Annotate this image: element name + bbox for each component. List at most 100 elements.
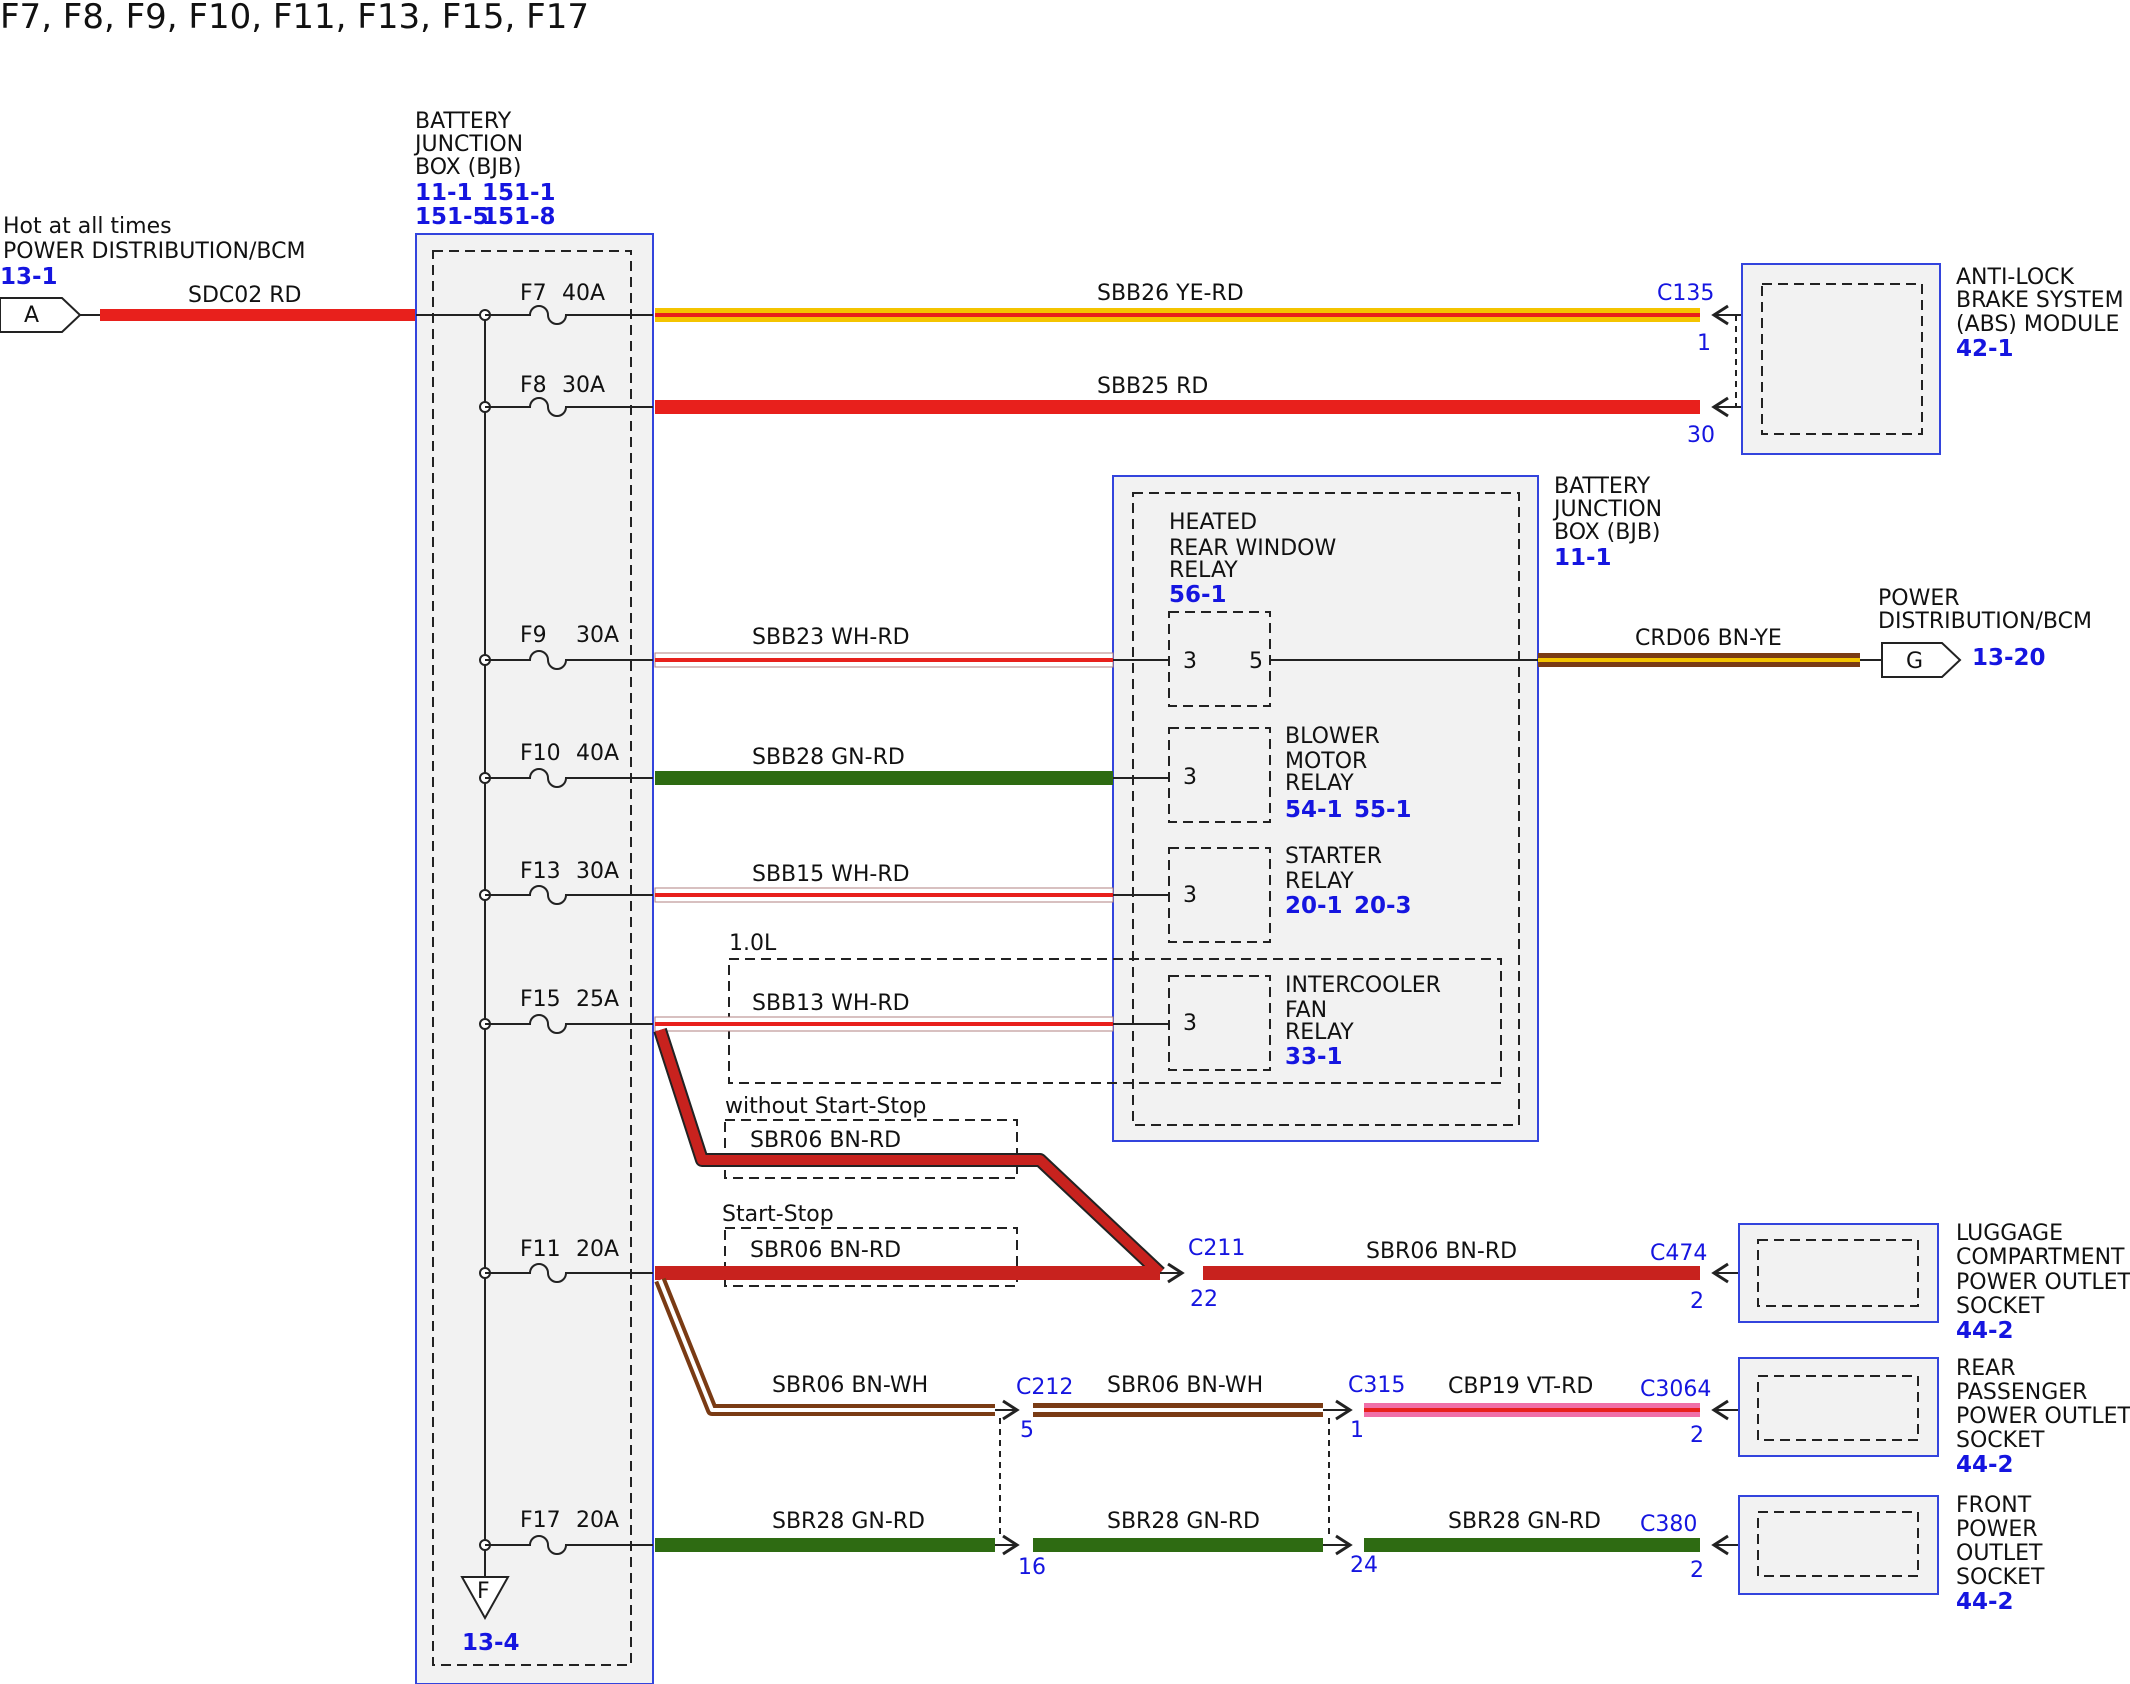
wire-sbb15: SBB15 WH-RD [654, 862, 1169, 903]
relay-pin: 3 [1183, 883, 1197, 908]
pd-ref: 13-20 [1972, 645, 2046, 671]
relay-ref: 55-1 [1354, 797, 1412, 823]
abs-module: ANTI-LOCK BRAKE SYSTEM (ABS) MODULE 42-1 [1741, 263, 2124, 455]
connector-c380: C380 2 [1640, 1512, 1758, 1583]
bjb-main-title-1: BATTERY [415, 109, 512, 134]
connector-id: C315 [1348, 1373, 1405, 1398]
relay-title: REAR WINDOW [1169, 536, 1336, 561]
socket-title: SOCKET [1956, 1428, 2045, 1453]
wire-label: SBR28 GN-RD [1107, 1509, 1260, 1534]
fuse-rating: 30A [562, 373, 605, 398]
wire-sbr06-luggage: SBR06 BN-RD [1203, 1239, 1700, 1280]
option-label: without Start-Stop [725, 1094, 926, 1119]
pd-title-1: POWER [1878, 586, 1960, 611]
fuse-name: F7 [520, 281, 547, 306]
connector-id: C211 [1188, 1236, 1245, 1261]
relay-pin: 3 [1183, 1011, 1197, 1036]
wire-crd06: CRD06 BN-YE [1270, 626, 1882, 667]
fuse-f17: F17 20A [479, 1508, 653, 1555]
wire-label: SBB13 WH-RD [752, 991, 910, 1016]
wire-label: SBR28 GN-RD [1448, 1509, 1601, 1534]
relay-title: RELAY [1285, 1020, 1354, 1045]
relay-title: RELAY [1285, 869, 1354, 894]
connector-c212: C212 5 16 [995, 1375, 1073, 1580]
wire-label: SBR06 BN-WH [772, 1373, 928, 1398]
pin-number: 22 [1190, 1287, 1218, 1312]
relay-pin: 5 [1249, 649, 1263, 674]
fuse-f15: F15 25A [479, 987, 653, 1034]
fuse-name: F10 [520, 741, 561, 766]
relay-pin: 3 [1183, 765, 1197, 790]
socket-title: POWER OUTLET [1956, 1404, 2130, 1429]
relay-starter: 3 STARTER RELAY 20-1 20-3 [1168, 844, 1412, 943]
connector-a-shape [0, 297, 82, 333]
socket-title: OUTLET [1956, 1541, 2043, 1566]
pin-number: 16 [1018, 1555, 1046, 1580]
wire-sbb28-blower: SBB28 GN-RD [655, 745, 1169, 785]
socket-title: FRONT [1956, 1493, 2032, 1518]
connector-c211: C211 22 [1160, 1236, 1245, 1312]
fuse-symbol [485, 650, 653, 670]
wire-sbb26: SBB26 YE-RD [655, 281, 1700, 322]
socket-title: REAR [1956, 1356, 2016, 1381]
wire-sbr06-diagonal [653, 1027, 1165, 1279]
connector-c3064: C3064 2 [1640, 1377, 1758, 1448]
connector-c135: C135 1 30 [1657, 281, 1762, 448]
socket-title: POWER OUTLET [1956, 1270, 2130, 1295]
bjb-main-ref-3: 151-5 [415, 204, 489, 230]
pin-number: 1 [1350, 1418, 1364, 1443]
fuse-rating: 40A [562, 281, 605, 306]
option-without-start-stop: without Start-Stop SBR06 BN-RD [724, 1094, 1018, 1179]
wire-label: CBP19 VT-RD [1448, 1374, 1593, 1399]
fuse-f11: F11 20A [479, 1237, 653, 1283]
wire-label: SBB23 WH-RD [752, 625, 910, 650]
fuse-rating: 25A [576, 987, 619, 1012]
pin-number: 30 [1687, 423, 1715, 448]
wire-sbr28-front-1: SBR28 GN-RD [655, 1509, 995, 1552]
wire-sbb23: SBB23 WH-RD [654, 625, 1169, 668]
fuse-symbol [485, 305, 653, 325]
fuse-rating: 40A [576, 741, 619, 766]
option-label: 1.0L [729, 931, 777, 956]
source-ref: 13-1 [0, 264, 58, 290]
option-start-stop: Start-Stop SBR06 BN-RD [722, 1202, 1018, 1287]
relay-title: INTERCOOLER [1285, 973, 1441, 998]
fuse-rows: F7 40A F8 30A F9 30A F10 40A F13 30A [479, 281, 653, 1555]
relay-ref: 20-1 [1285, 893, 1343, 919]
wire-sbr06-f11 [655, 1266, 1160, 1280]
pin-number: 24 [1350, 1553, 1378, 1578]
socket-title: LUGGAGE [1956, 1221, 2063, 1246]
pin-number: 5 [1020, 1418, 1034, 1443]
fuse-name: F9 [520, 623, 547, 648]
connector-g-label: G [1906, 649, 1923, 674]
fuse-name: F8 [520, 373, 547, 398]
fuse-f8: F8 30A [479, 373, 653, 417]
fuse-f13: F13 30A [479, 859, 653, 905]
page-title: F7, F8, F9, F10, F11, F13, F15, F17 [0, 0, 589, 37]
fuse-symbol [485, 397, 653, 417]
wire-label: SBR06 BN-RD [750, 1238, 901, 1263]
wire-label: SBR06 BN-WH [1107, 1373, 1263, 1398]
connector-a-label: A [24, 303, 39, 328]
socket-ref: 44-2 [1956, 1318, 2014, 1344]
relay-heated-rear-window: HEATED REAR WINDOW RELAY 56-1 3 5 [1168, 510, 1336, 707]
fuse-symbol [485, 1535, 653, 1555]
relay-title: RELAY [1285, 771, 1354, 796]
wire-label: SBR06 BN-RD [750, 1128, 901, 1153]
bjb-relays-ref: 11-1 [1554, 545, 1612, 571]
relay-pin: 3 [1183, 649, 1197, 674]
pin-number: 2 [1690, 1423, 1704, 1448]
fuse-name: F11 [520, 1237, 561, 1262]
bjb-main-ref-4: 151-8 [482, 204, 556, 230]
relay-blower-motor: 3 BLOWER MOTOR RELAY 54-1 55-1 [1168, 724, 1412, 823]
power-distribution-g: POWER DISTRIBUTION/BCM G 13-20 [1878, 586, 2092, 678]
connector-id: C3064 [1640, 1377, 1711, 1402]
wire-label: SBR06 BN-RD [1366, 1239, 1517, 1264]
bjb-relays: BATTERY JUNCTION BOX (BJB) 11-1 HEATED R… [1112, 474, 1662, 1142]
wire-label: SBB15 WH-RD [752, 862, 910, 887]
fuse-rating: 20A [576, 1237, 619, 1262]
source-hot-label: Hot at all times [3, 214, 172, 239]
wire-sbr06-bn-wh: SBR06 BN-WH [654, 1277, 995, 1416]
fuse-symbol [485, 1263, 653, 1283]
relay-title: STARTER [1285, 844, 1382, 869]
